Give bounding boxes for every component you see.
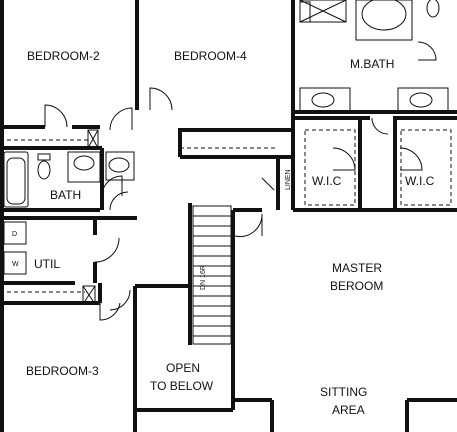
doors [44, 41, 437, 321]
room-label-bedroom-4: BEDROOM-4 [174, 49, 247, 63]
washer-box [3, 251, 27, 275]
room-label-util: UTIL [34, 257, 60, 271]
room-label-bath: BATH [50, 188, 81, 202]
room-labels: BEDROOM-2 BEDROOM-4 M.BATH BATH W.I.C W.… [12, 49, 435, 417]
room-label-linen: LINEN [285, 169, 292, 190]
room-label-bedroom-3: BEDROOM-3 [26, 364, 99, 378]
room-label-bedroom-2: BEDROOM-2 [27, 49, 100, 63]
closet-shelving [0, 129, 452, 305]
dryer-box [3, 221, 27, 245]
stair-treads [192, 205, 232, 345]
dryer-label: D [12, 231, 17, 238]
room-label-wic-right: W.I.C [405, 174, 435, 188]
room-label-master-bath: M.BATH [350, 57, 394, 71]
room-label-wic-left: W.I.C [312, 174, 342, 188]
room-label-master-line2: BEROOM [330, 279, 383, 293]
room-label-sitting-line1: SITTING [320, 385, 367, 399]
washer-label: W [12, 261, 19, 268]
stair-label: DN 16R [200, 265, 207, 290]
room-label-open-line1: OPEN [166, 361, 200, 375]
fixtures [3, 0, 449, 275]
room-label-sitting-line2: AREA [332, 403, 365, 417]
room-label-master-line1: MASTER [332, 261, 382, 275]
room-label-open-line2: TO BELOW [150, 379, 214, 393]
